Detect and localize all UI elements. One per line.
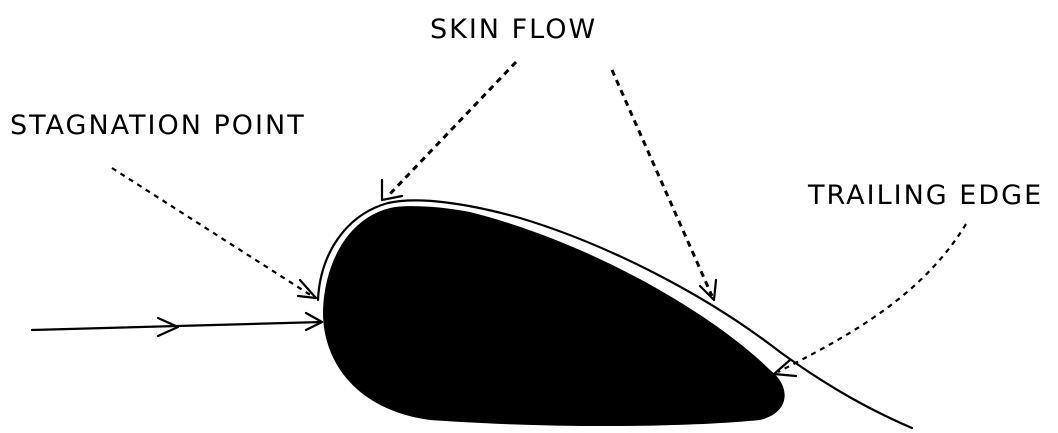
trailing-edge-leader [778, 224, 966, 372]
stagnation-point-label: STAGNATION POINT [10, 110, 306, 141]
skin-flow-leader-right-arrowhead [700, 280, 716, 300]
skin-flow-label: SKIN FLOW [430, 14, 597, 45]
trailing-edge-label: TRAILING EDGE [808, 180, 1043, 211]
airfoil-body [323, 206, 785, 426]
skin-flow-leader-left [388, 62, 516, 196]
stagnation-point-leader [112, 168, 312, 296]
skin-flow-leader-right [612, 70, 712, 296]
